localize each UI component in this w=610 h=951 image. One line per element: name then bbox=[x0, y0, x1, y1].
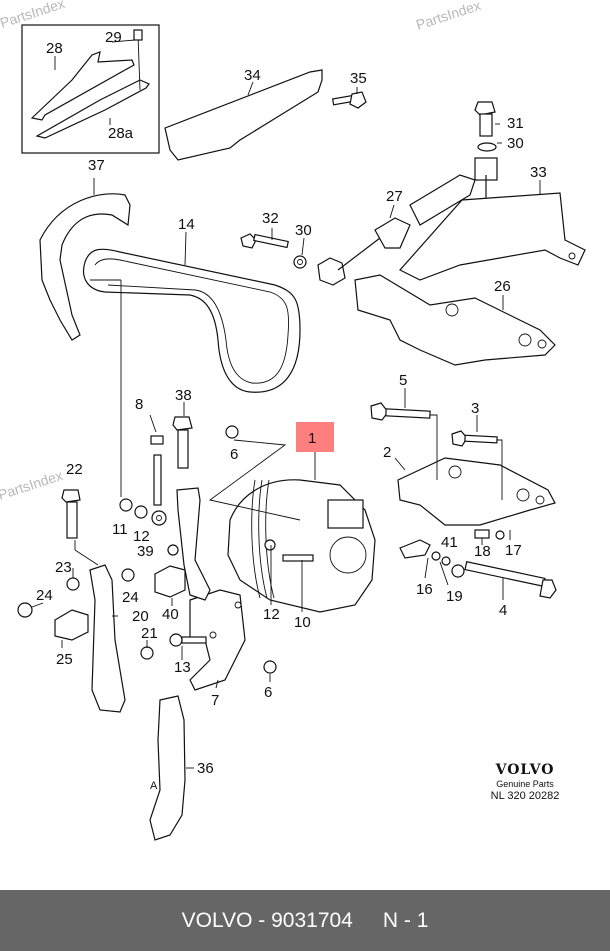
bolt-13 bbox=[169, 633, 207, 647]
slotted-bracket bbox=[176, 487, 211, 601]
footer-position: N - 1 bbox=[382, 908, 429, 932]
footer-part-number: 9031704 bbox=[271, 908, 353, 932]
screw-24a bbox=[17, 602, 33, 618]
washer-12 bbox=[134, 505, 148, 519]
callout-7[interactable]: 7 bbox=[211, 692, 219, 709]
belt-guard-37 bbox=[39, 193, 131, 341]
callout-2[interactable]: 2 bbox=[383, 444, 391, 461]
bushing bbox=[317, 257, 346, 286]
callout-20[interactable]: 20 bbox=[132, 608, 149, 625]
callout-37[interactable]: 37 bbox=[88, 157, 105, 174]
callout-25[interactable]: 25 bbox=[56, 651, 73, 668]
bracket-36 bbox=[149, 695, 186, 841]
callout-36[interactable]: 36 bbox=[197, 760, 214, 777]
bolt-5 bbox=[370, 402, 438, 480]
callout-1[interactable]: 1 bbox=[308, 430, 316, 447]
callout-30[interactable]: 30 bbox=[295, 222, 312, 239]
callout-4[interactable]: 4 bbox=[499, 602, 507, 619]
nut-23 bbox=[66, 577, 80, 591]
callout-24[interactable]: 24 bbox=[36, 587, 53, 604]
alternator-1 bbox=[227, 479, 376, 613]
bolt-38 bbox=[172, 416, 193, 469]
bracket-2 bbox=[397, 457, 556, 526]
callout-22[interactable]: 22 bbox=[66, 461, 83, 478]
footer-separator: - bbox=[258, 908, 266, 932]
callout-13[interactable]: 13 bbox=[174, 659, 191, 676]
block-25 bbox=[54, 609, 89, 641]
callout-33[interactable]: 33 bbox=[530, 164, 547, 181]
callout-8[interactable]: 8 bbox=[135, 396, 143, 413]
bolt-3 bbox=[451, 430, 503, 500]
nut-21 bbox=[140, 646, 154, 660]
callout-3[interactable]: 3 bbox=[471, 400, 479, 417]
illustration-code: NL 320 20282 bbox=[490, 790, 560, 802]
bolt-22 bbox=[61, 489, 81, 539]
nut-39 bbox=[167, 544, 179, 556]
leader-lines bbox=[31, 39, 541, 769]
footer-bar: VOLVO - 9031704 N - 1 bbox=[0, 890, 610, 951]
callout-26[interactable]: 26 bbox=[494, 278, 511, 295]
callout-28a[interactable]: 28a bbox=[108, 125, 134, 142]
drive-belt-14 bbox=[83, 248, 301, 393]
callout-14[interactable]: 14 bbox=[178, 216, 195, 233]
bracket-34 bbox=[164, 69, 323, 161]
callout-27[interactable]: 27 bbox=[386, 188, 403, 205]
sleeve-18 bbox=[474, 529, 490, 539]
volvo-logo: VOLVO bbox=[495, 762, 555, 778]
block-40 bbox=[154, 565, 186, 598]
callout-6[interactable]: 6 bbox=[230, 446, 238, 463]
callout-24b[interactable]: 24 bbox=[122, 589, 139, 606]
callout-29[interactable]: 29 bbox=[105, 29, 122, 46]
callout-17[interactable]: 17 bbox=[505, 542, 522, 559]
bolt-31 bbox=[474, 101, 496, 137]
bolt-32 bbox=[240, 233, 289, 249]
callout-40[interactable]: 40 bbox=[162, 606, 179, 623]
callout-41[interactable]: 41 bbox=[441, 534, 458, 551]
callout-19[interactable]: 19 bbox=[446, 588, 463, 605]
nut-6a bbox=[225, 425, 239, 439]
callout-35[interactable]: 35 bbox=[350, 70, 367, 87]
genuine-parts-label: Genuine Parts bbox=[496, 779, 554, 789]
bracket-33 bbox=[399, 192, 586, 281]
bolt-35 bbox=[331, 91, 367, 109]
screw-24b bbox=[121, 568, 135, 582]
callout-18[interactable]: 18 bbox=[474, 543, 491, 560]
watermark: PartsIndex bbox=[0, 467, 65, 503]
detail-marker: A bbox=[150, 780, 158, 792]
washer-30 bbox=[293, 255, 307, 269]
volvo-genuine-parts-block: VOLVO Genuine Parts NL 320 20282 bbox=[470, 762, 580, 802]
callout-38[interactable]: 38 bbox=[175, 387, 192, 404]
bracket-20 bbox=[89, 564, 126, 713]
callout-28[interactable]: 28 bbox=[46, 40, 63, 57]
watermark: PartsIndex bbox=[0, 0, 67, 31]
callout-39[interactable]: 39 bbox=[137, 543, 154, 560]
callout-16[interactable]: 16 bbox=[416, 581, 433, 598]
highlight-part-1 bbox=[296, 422, 334, 452]
callouts: 1 2 3 4 5 6 6 7 8 10 11 12 12 13 14 16 1… bbox=[36, 29, 547, 777]
callout-12b[interactable]: 12 bbox=[263, 606, 280, 623]
callout-23[interactable]: 23 bbox=[55, 559, 72, 576]
callout-31[interactable]: 31 bbox=[507, 115, 524, 132]
footer-brand: VOLVO bbox=[181, 908, 253, 932]
inset-bracket-28 bbox=[21, 24, 160, 154]
callout-6b[interactable]: 6 bbox=[264, 684, 272, 701]
callout-12[interactable]: 12 bbox=[133, 528, 150, 545]
callout-30b[interactable]: 30 bbox=[507, 135, 524, 152]
callout-5[interactable]: 5 bbox=[399, 372, 407, 389]
callout-11[interactable]: 11 bbox=[112, 521, 128, 538]
nut-6b bbox=[263, 660, 277, 674]
parts-diagram: PartsIndex PartsIndex PartsIndex PartsIn… bbox=[0, 0, 586, 841]
nut-11 bbox=[119, 498, 133, 512]
bolt-4 bbox=[431, 551, 557, 599]
eye-bolt-8 bbox=[150, 435, 167, 526]
washer-17 bbox=[495, 530, 505, 540]
link-41 bbox=[399, 539, 431, 559]
callout-32[interactable]: 32 bbox=[262, 210, 279, 227]
watermark: PartsIndex bbox=[414, 0, 483, 33]
washer-30b bbox=[477, 142, 497, 152]
callout-10[interactable]: 10 bbox=[294, 614, 311, 631]
bracket-26 bbox=[354, 274, 556, 366]
callout-21[interactable]: 21 bbox=[141, 625, 158, 642]
callout-34[interactable]: 34 bbox=[244, 67, 261, 84]
